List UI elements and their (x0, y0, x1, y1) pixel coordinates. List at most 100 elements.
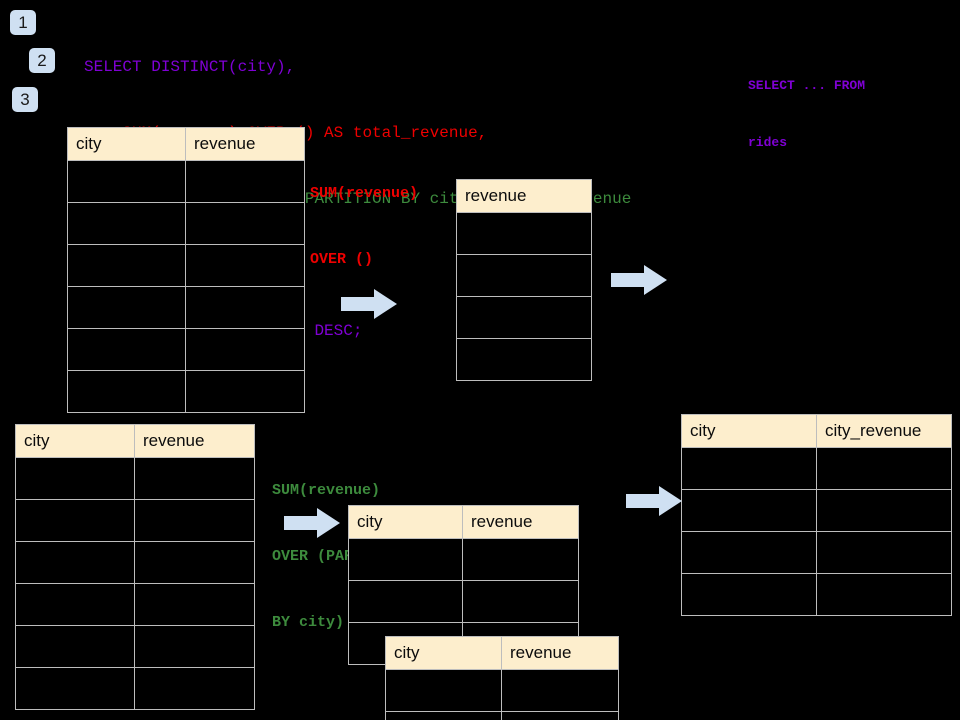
step-badge-1-label: 1 (18, 13, 28, 32)
annotation-select-from-line-2: rides (748, 135, 788, 150)
table-cell (348, 580, 463, 623)
step-badge-3: 3 (12, 87, 38, 112)
table-cell (501, 711, 619, 720)
table-row (67, 244, 305, 287)
table-cell (134, 457, 255, 500)
table-cell (15, 541, 135, 584)
table-cell (67, 286, 186, 329)
column-header-revenue: revenue (134, 424, 255, 458)
table-cell (185, 244, 305, 287)
table-body (385, 669, 619, 720)
annotation-sum-over-empty: SUM(revenue) OVER () (310, 139, 418, 315)
table-cell (67, 328, 186, 371)
table-cell (456, 212, 592, 255)
step-badge-2: 2 (29, 48, 55, 73)
annotation-sum-over-empty-line-2: OVER () (310, 251, 374, 268)
column-header-city: city (681, 414, 817, 448)
table-row (385, 669, 619, 712)
table-body (67, 160, 305, 413)
table-header-row: revenue (456, 179, 592, 213)
column-header-revenue: revenue (462, 505, 579, 539)
table-row (385, 711, 619, 720)
table-body (15, 457, 255, 710)
table-cell (185, 286, 305, 329)
table-cell (15, 583, 135, 626)
table-cell (67, 244, 186, 287)
table-cell (185, 202, 305, 245)
table-cell (816, 531, 952, 574)
table-cell (681, 489, 817, 532)
table-cell (185, 328, 305, 371)
table-cell (15, 457, 135, 500)
table-cell (134, 499, 255, 542)
table-cell (134, 583, 255, 626)
table-row (15, 541, 255, 584)
table-cell (134, 667, 255, 710)
sql-line-1: SELECT DISTINCT(city), (84, 58, 296, 76)
annotation-select-from-line-1: SELECT ... FROM (748, 78, 866, 93)
table-cell (456, 254, 592, 297)
table-row (67, 202, 305, 245)
table-cell (348, 538, 463, 581)
table-cell (681, 531, 817, 574)
table-row (681, 573, 952, 616)
arrow-total-to-result (611, 265, 667, 295)
table-row (681, 489, 952, 532)
table-row (456, 254, 592, 297)
table-cell (15, 625, 135, 668)
column-header-city: city (348, 505, 463, 539)
table-row (67, 370, 305, 413)
table-row (681, 531, 952, 574)
table-cell (681, 447, 817, 490)
column-header-city: city (15, 424, 135, 458)
table-cell (185, 160, 305, 203)
table-cell (501, 669, 619, 712)
table-cell (15, 499, 135, 542)
annotation-sum-over-empty-line-1: SUM(revenue) (310, 185, 419, 202)
table-cell (67, 202, 186, 245)
total-revenue-table: revenue (456, 179, 592, 381)
annotation-sum-over-partition: SUM(revenue) OVER (PARTITION BY city) (272, 436, 407, 678)
column-header-city: city (385, 636, 502, 670)
table-cell (456, 296, 592, 339)
table-cell (67, 370, 186, 413)
column-header-city-revenue: city_revenue (816, 414, 952, 448)
table-cell (456, 338, 592, 381)
table-cell (816, 489, 952, 532)
table-cell (816, 447, 952, 490)
table-row (456, 212, 592, 255)
table-cell (462, 580, 579, 623)
table-cell (134, 625, 255, 668)
annotation-sum-over-partition-line-1: SUM(revenue) (272, 482, 381, 499)
table-row (456, 338, 592, 381)
step-badge-3-label: 3 (20, 90, 30, 109)
table-cell (462, 538, 579, 581)
arrow-partition-to-result (626, 486, 682, 516)
table-body (456, 212, 592, 381)
table-row (15, 499, 255, 542)
step-badge-2-label: 2 (37, 51, 47, 70)
table-cell (134, 541, 255, 584)
table-row (15, 583, 255, 626)
table-cell (15, 667, 135, 710)
column-header-revenue: revenue (456, 179, 592, 213)
table-cell (185, 370, 305, 413)
annotation-sum-over-partition-line-3: BY city) (272, 614, 345, 631)
table-row (67, 160, 305, 203)
column-header-city: city (67, 127, 186, 161)
annotation-select-from: SELECT ... FROM rides (748, 38, 865, 190)
column-header-revenue: revenue (501, 636, 619, 670)
table-row (15, 457, 255, 500)
table-row (348, 538, 579, 581)
table-row (67, 328, 305, 371)
table-body (681, 447, 952, 616)
